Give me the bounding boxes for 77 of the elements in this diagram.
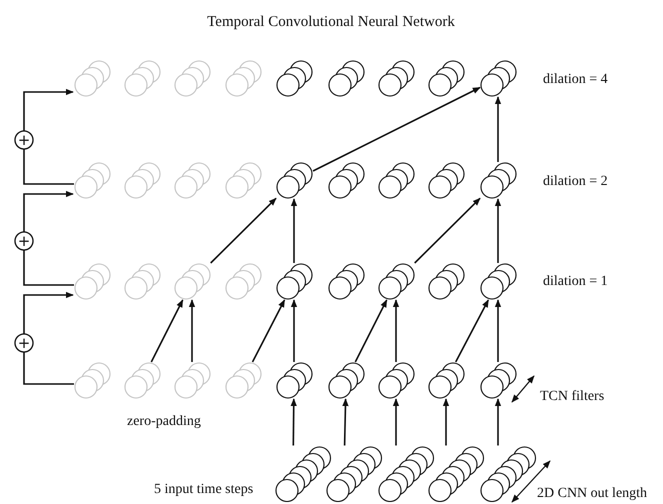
arrow <box>494 299 502 362</box>
neuron-stack <box>428 263 465 300</box>
diagram-title: Temporal Convolutional Neural Network <box>207 14 455 30</box>
neuron-stack <box>174 263 211 300</box>
annotation-label: zero-padding <box>127 414 201 430</box>
connector-line <box>23 149 74 185</box>
adder-symbol: + <box>14 130 34 150</box>
neuron-stack <box>328 60 365 97</box>
arrow <box>23 190 74 232</box>
arrow <box>188 299 196 362</box>
neuron-stack <box>225 162 262 199</box>
arrow <box>290 299 298 362</box>
neuron-stack <box>378 162 415 199</box>
neuron-stack <box>225 263 262 300</box>
neuron-stack <box>328 362 365 399</box>
neuron-stack <box>174 60 211 97</box>
arrow <box>414 198 481 264</box>
arrow <box>354 299 388 362</box>
neuron-stack <box>74 60 111 97</box>
neuron-stack <box>225 60 262 97</box>
neuron-stack <box>276 362 313 399</box>
neuron-stack <box>124 263 161 300</box>
arrow <box>210 198 277 264</box>
arrow <box>494 398 502 446</box>
neuron-stack <box>74 362 111 399</box>
neuron-stack <box>124 60 161 97</box>
neuron-stack <box>428 362 465 399</box>
neuron-stack <box>480 446 536 502</box>
neuron-stack <box>480 60 517 97</box>
connector-line <box>23 250 74 286</box>
neuron-stack <box>74 162 111 199</box>
neuron-stack <box>74 263 111 300</box>
arrow <box>290 198 298 263</box>
neuron-stack <box>124 162 161 199</box>
neuron-stack <box>378 446 434 502</box>
arrow <box>290 398 297 446</box>
arrow <box>23 88 74 131</box>
neuron-stack <box>328 162 365 199</box>
connector-line <box>23 352 74 385</box>
arrow <box>342 398 349 446</box>
neuron-stack <box>124 362 161 399</box>
neuron-stack <box>326 446 382 502</box>
neuron-stack <box>378 60 415 97</box>
neuron-stack <box>225 362 262 399</box>
neuron-stack <box>480 162 517 199</box>
arrow <box>312 86 481 172</box>
neuron-stack <box>428 60 465 97</box>
neuron-stack <box>378 263 415 300</box>
neuron-stack <box>428 446 484 502</box>
neuron-stack <box>428 162 465 199</box>
neuron-stack <box>275 446 332 502</box>
arrow <box>392 398 400 446</box>
neuron-stack <box>174 162 211 199</box>
axis-label: TCN filters <box>540 389 604 405</box>
axis-label: 2D CNN out length <box>537 486 648 502</box>
arrow <box>455 299 489 362</box>
neuron-stack <box>328 263 365 300</box>
arrow <box>494 198 502 263</box>
arrow <box>23 292 74 334</box>
neuron-stack <box>276 60 313 97</box>
layer-label: dilation = 1 <box>543 274 608 290</box>
neuron-stack <box>480 362 517 399</box>
input-label: 5 input time steps <box>154 482 254 498</box>
layer-label: dilation = 2 <box>543 174 608 190</box>
neuron-stack <box>174 362 211 399</box>
neuron-stack <box>378 362 415 399</box>
neuron-stack <box>480 263 517 300</box>
arrow <box>442 398 450 446</box>
neuron-stack <box>276 162 313 199</box>
arrow <box>150 299 184 362</box>
layer-label: dilation = 4 <box>543 72 608 88</box>
arrow <box>252 299 286 362</box>
adder-symbol: + <box>14 231 34 251</box>
adder-symbol: + <box>14 333 34 353</box>
arrow <box>494 96 502 162</box>
neuron-stack <box>276 263 313 300</box>
arrow <box>392 299 400 362</box>
